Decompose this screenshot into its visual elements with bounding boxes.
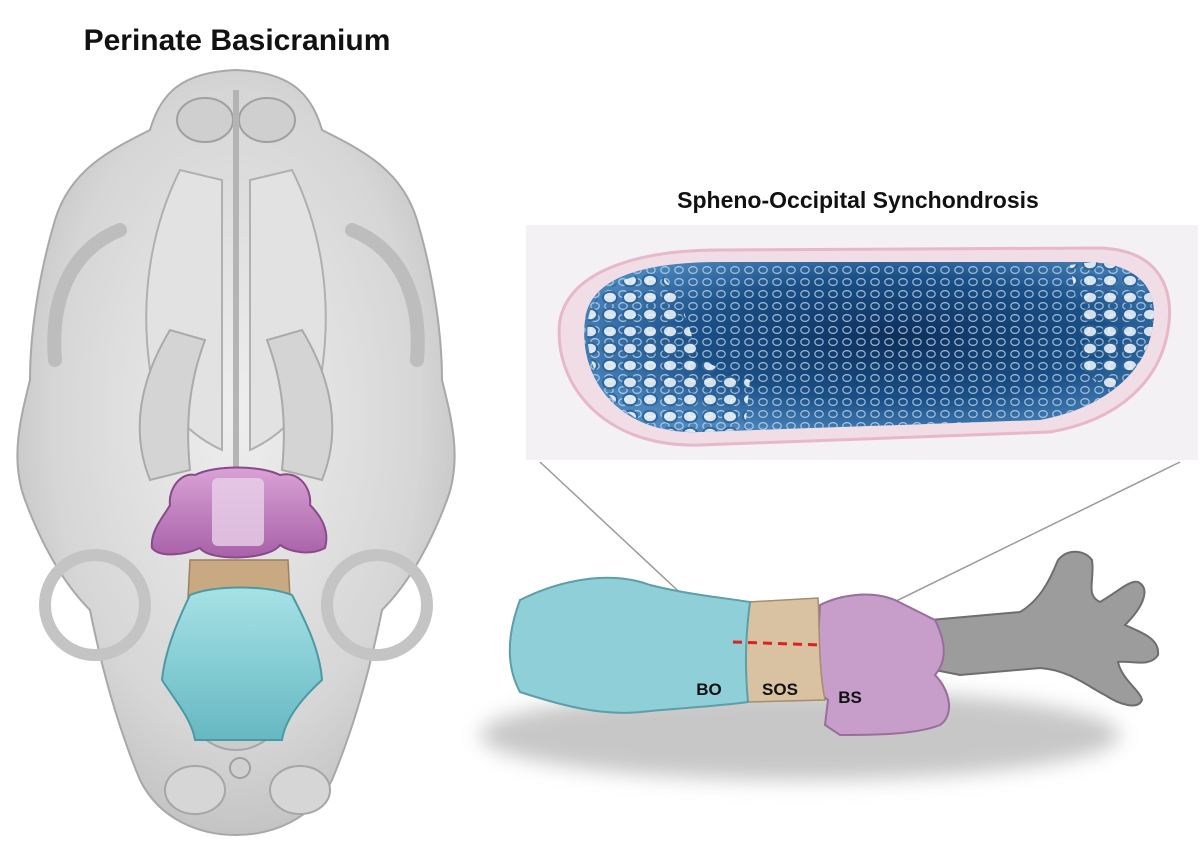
right-zygomatic-arch [345,223,425,367]
histology-inset [526,225,1198,460]
right-orbit [238,97,296,143]
zoom-line-left [539,461,691,603]
skull-basioccipital [160,586,324,741]
left-panel-title: Perinate Basicranium [84,24,391,57]
hypertrophic-zone-left [587,272,750,433]
right-panel-title: Spheno-Occipital Synchondrosis [677,187,1039,213]
right-condyle [269,765,331,815]
left-ear-ring [39,549,151,661]
left-panel: Perinate Basicranium [16,24,456,837]
left-condyle [164,765,226,815]
segment-basioccipital [508,576,752,714]
right-panel: Spheno-Occipital Synchondrosis BO SOS BS [480,187,1198,780]
cranial-base-segment: BO SOS BS [508,550,1160,737]
zoom-line-right [887,461,1181,606]
foramen-tip [229,757,251,779]
left-orbit [176,97,234,143]
pterygoid-right [265,328,334,482]
pterygoid-left [138,328,207,482]
label-bs: BS [838,688,862,707]
skull-3d-render [16,68,456,837]
label-sos: SOS [762,680,798,699]
skull-basisphenoid-center [212,478,264,546]
hypertrophic-zone-right [1070,262,1155,392]
right-ear-ring [321,549,433,661]
segment-basisphenoid [813,593,951,737]
label-bo: BO [696,680,722,699]
segment-presphenoid [928,550,1160,707]
left-zygomatic-arch [47,223,127,367]
